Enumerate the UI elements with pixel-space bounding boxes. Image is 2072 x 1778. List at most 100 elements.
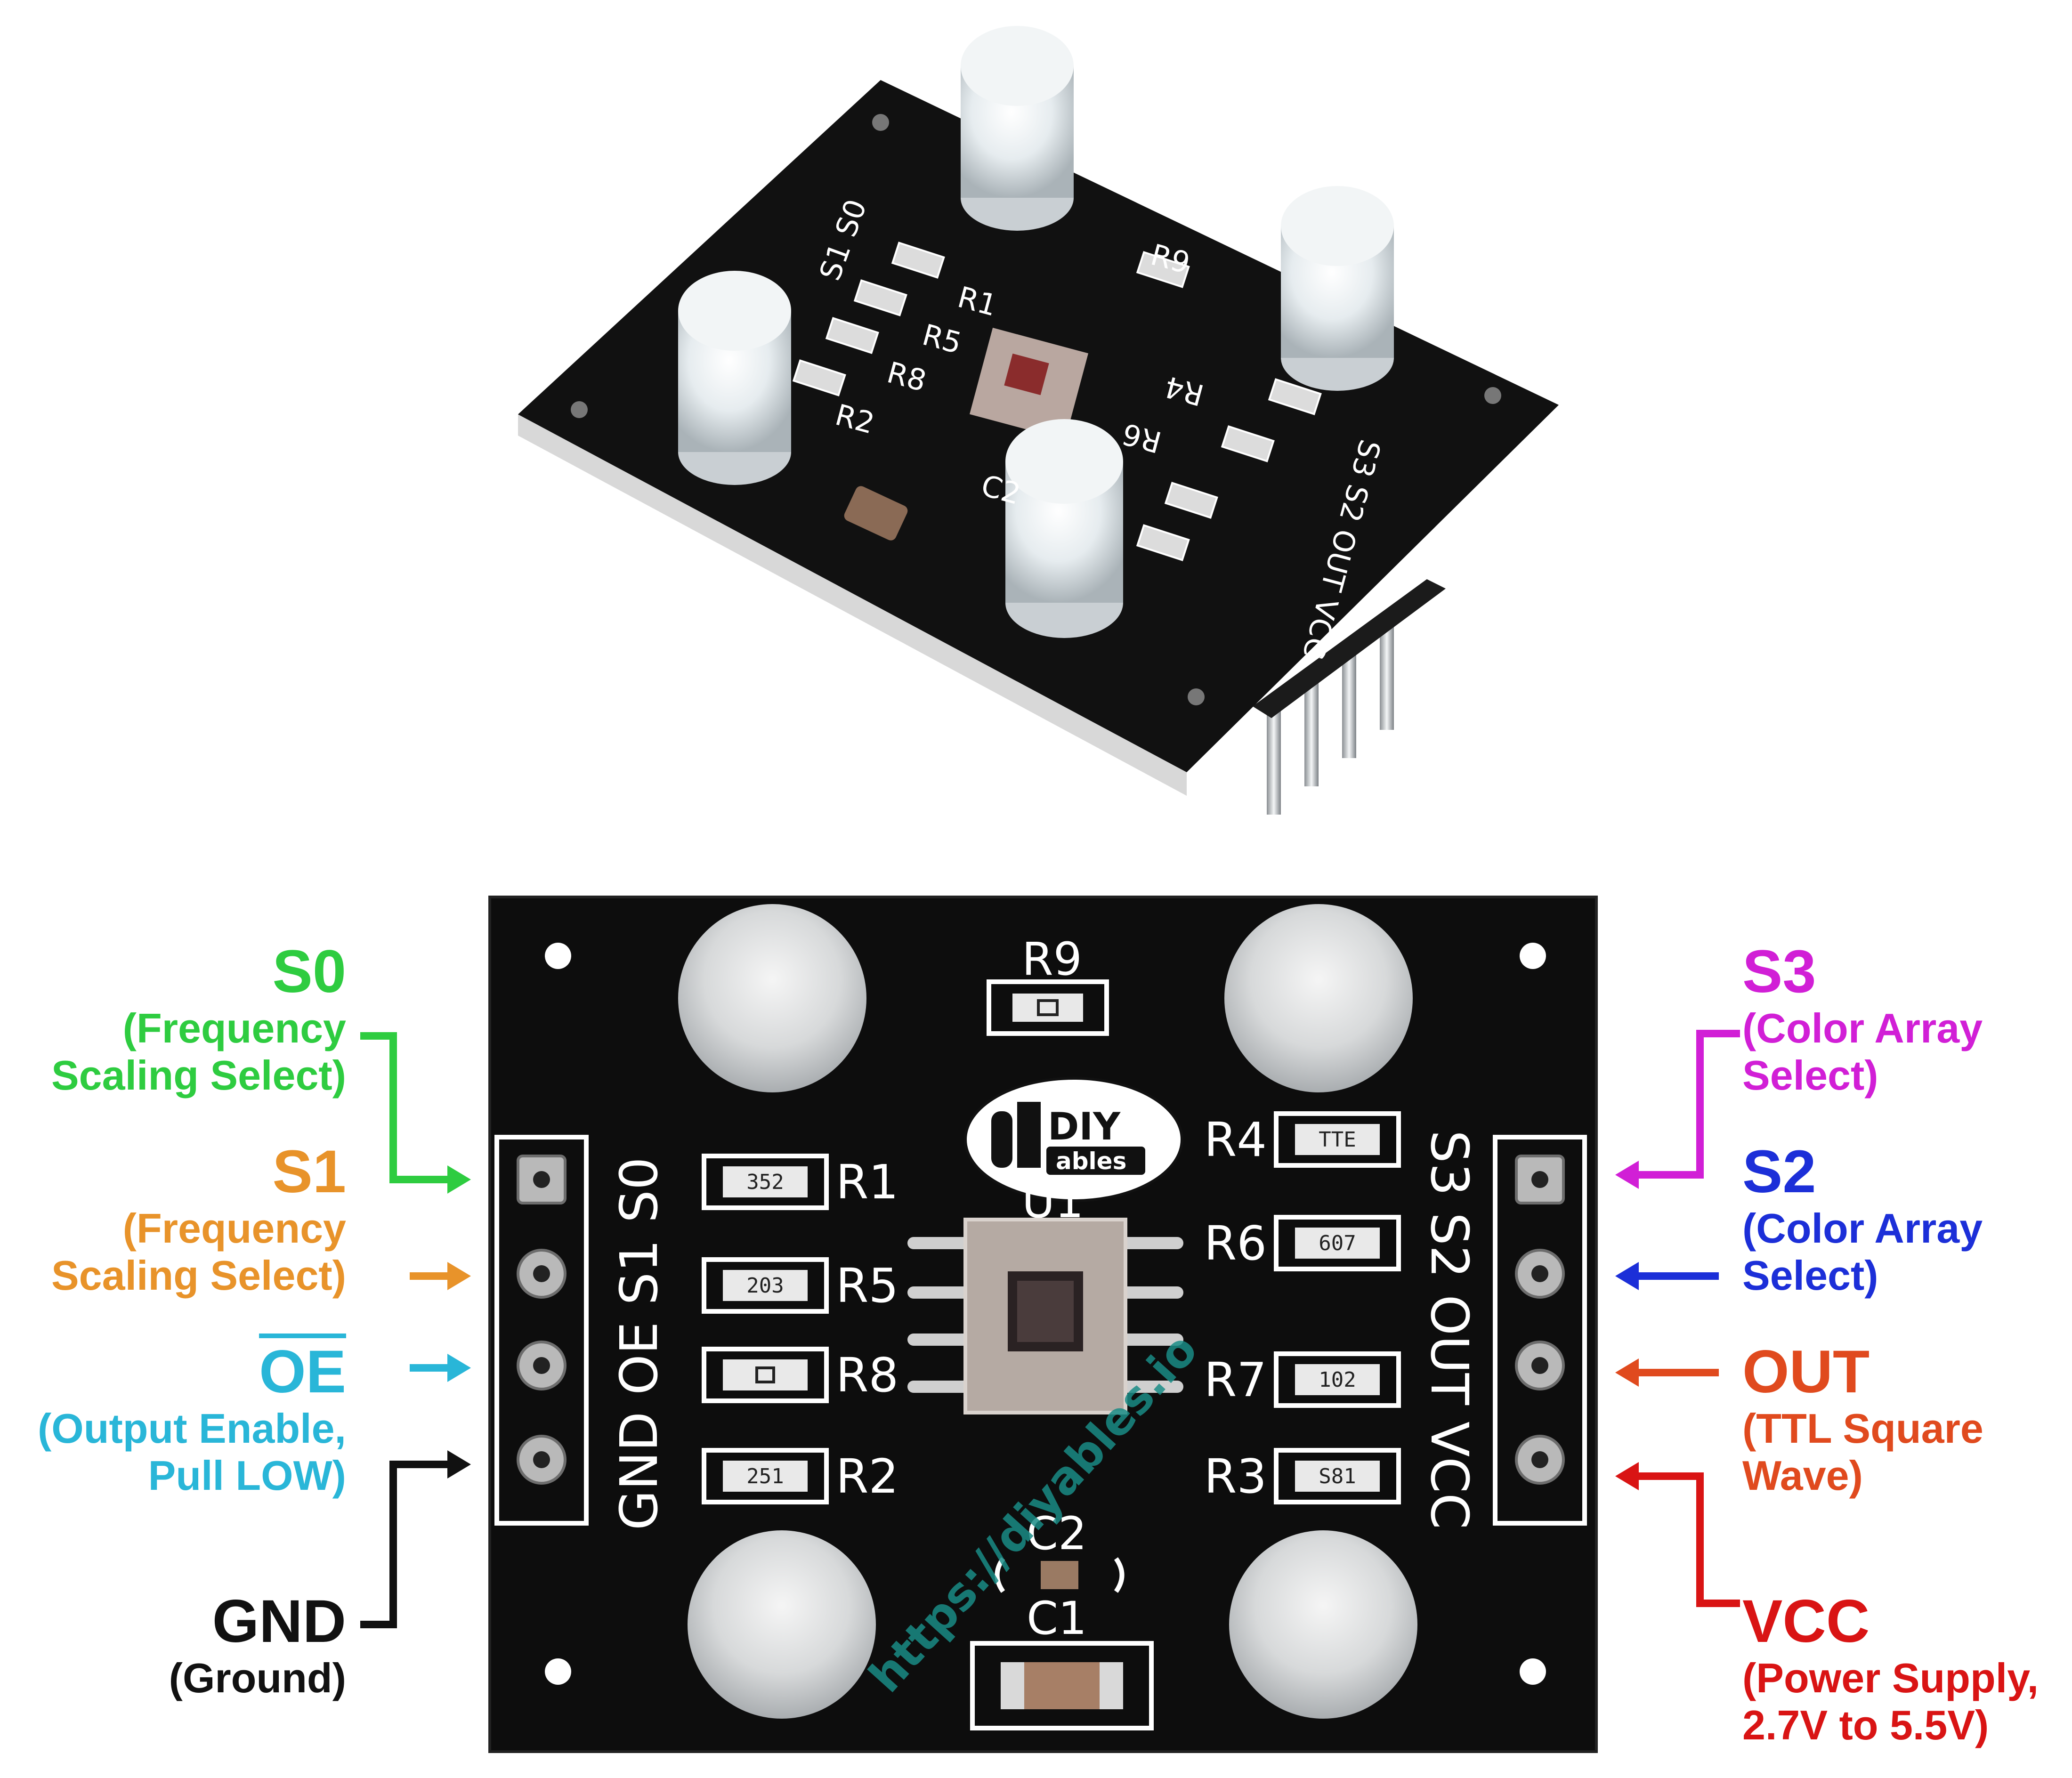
led-bottom-left [688,1530,876,1719]
photo-sensor-chip [969,328,1089,440]
s3-arrow [1634,1030,1740,1179]
resistor-r4-code: TTE [1319,1128,1356,1152]
silk-r1: R1 [836,1155,898,1210]
resistor-r3-outline [1274,1448,1401,1504]
pin-desc-oe-0: (Output Enable, [37,1405,346,1452]
resistor-r3-body [1295,1461,1380,1492]
pin-desc-s0-1: Scaling Select) [51,1052,346,1099]
resistor-r7-outline [1274,1351,1401,1408]
s0-arrow [360,1032,452,1183]
resistor-r6-outline [1274,1215,1401,1271]
pin-name-s2: S2 [1742,1138,1816,1205]
mount-hole [1520,1658,1546,1685]
pin-desc-s1-0: (Frequency [122,1205,346,1252]
led-top-left [678,904,866,1092]
s1-arrow-head [447,1262,471,1290]
resistor-r1-body [723,1166,808,1197]
pin-desc-s1-1: Scaling Select) [51,1252,346,1299]
resistor-r5-code: 203 [746,1274,784,1298]
silk-header-right: S3 S2 OUT VCC [1419,1130,1480,1529]
resistor-r4-outline [1274,1111,1401,1168]
pin-desc-vcc-1: 2.7V to 5.5V) [1742,1702,1989,1748]
mount-hole [545,943,571,969]
resistor-r8-outline [702,1347,829,1403]
silk-c2: C2 [1027,1507,1087,1560]
s2-arrow-head [1615,1262,1639,1290]
photo-leds [678,26,1394,638]
pin-name-oe: OE [259,1338,346,1406]
resistor-r1-outline [702,1154,829,1210]
pin-name-s3: S3 [1742,938,1816,1005]
s0-arrow-head [447,1165,471,1194]
photo-header-pins [1253,579,1446,815]
pin-label-oe: OE(Output Enable,Pull LOW) [38,1342,346,1496]
pin-desc-oe-1: Pull LOW) [148,1452,346,1499]
silk-r6: R6 [1204,1216,1267,1271]
resistor-r7-body [1295,1364,1380,1395]
pin-name-s0: S0 [272,938,346,1005]
resistor-r5-outline [702,1257,829,1314]
resistor-r2-body [723,1461,808,1492]
cap-c2 [1041,1561,1078,1589]
pin-desc-s2-0: (Color Array [1742,1205,1983,1252]
pin-desc-gnd-0: (Ground) [169,1655,346,1701]
pin-name-vcc: VCC [1742,1588,1870,1655]
silk-r3: R3 [1204,1449,1267,1504]
silk-r7: R7 [1204,1352,1267,1407]
gnd-arrow-head [447,1450,471,1479]
header-left-outline [494,1135,589,1526]
pin-desc-s0-0: (Frequency [122,1005,346,1051]
resistor-r6-code: 607 [1319,1231,1356,1255]
silk-u1: U1 [1022,1175,1084,1228]
pin-name-gnd: GND [212,1588,346,1655]
pin-label-gnd: GND(Ground) [169,1592,346,1699]
resistor-r6-body [1295,1228,1380,1259]
silk-header-left: GND OE S1 S0 [609,1157,669,1530]
pin-desc-s3-1: Select) [1742,1052,1878,1099]
oe-arrow-head [447,1354,471,1382]
pin-name-s1: S1 [272,1138,346,1205]
mount-hole [545,1658,571,1685]
s3-arrow-head [1615,1161,1639,1189]
resistor-r3-code: S81 [1319,1464,1356,1488]
resistor-r5-body [723,1270,808,1301]
pin-name-out: OUT [1742,1338,1870,1406]
pin-label-vcc: VCC(Power Supply,2.7V to 5.5V) [1742,1592,2039,1746]
silk-r5: R5 [836,1258,898,1313]
header-right-outline [1493,1135,1587,1526]
silk-r8: R8 [836,1348,898,1403]
silk-c1: C1 [1027,1592,1087,1645]
led-bottom-right [1229,1530,1417,1719]
diyables-logo: DIY ables [964,1077,1183,1202]
logo-ables: ables [1056,1148,1126,1175]
silk-r9: R9 [1022,933,1082,986]
pin-desc-s2-1: Select) [1742,1252,1878,1299]
resistor-r2-code: 251 [746,1464,784,1488]
sensor-chip-u1 [907,1218,1183,1414]
pin-desc-vcc-0: (Power Supply, [1742,1655,2039,1701]
resistor-r1-code: 352 [746,1170,784,1194]
module-photo: S1 S0 R1 R5 R8 R2 R9 R4 R6 C2 S3 S2 OUT … [518,26,1559,815]
pin-desc-out-0: (TTL Square [1742,1405,1983,1452]
mount-hole [1520,943,1546,969]
resistor-r4-body [1295,1124,1380,1155]
silk-r2: R2 [836,1449,898,1504]
pin-desc-out-1: Wave) [1742,1452,1863,1499]
resistor-r7-code: 102 [1319,1368,1356,1392]
resistor-r8-body [723,1359,808,1390]
vcc-arrow [1634,1472,1740,1607]
gnd-arrow [360,1461,452,1628]
silk-r4: R4 [1204,1112,1267,1167]
out-arrow-head [1615,1358,1639,1387]
vcc-arrow-head [1615,1462,1639,1490]
led-top-right [1224,904,1413,1092]
logo-diy: DIY [1048,1105,1121,1148]
resistor-r2-outline [702,1448,829,1504]
